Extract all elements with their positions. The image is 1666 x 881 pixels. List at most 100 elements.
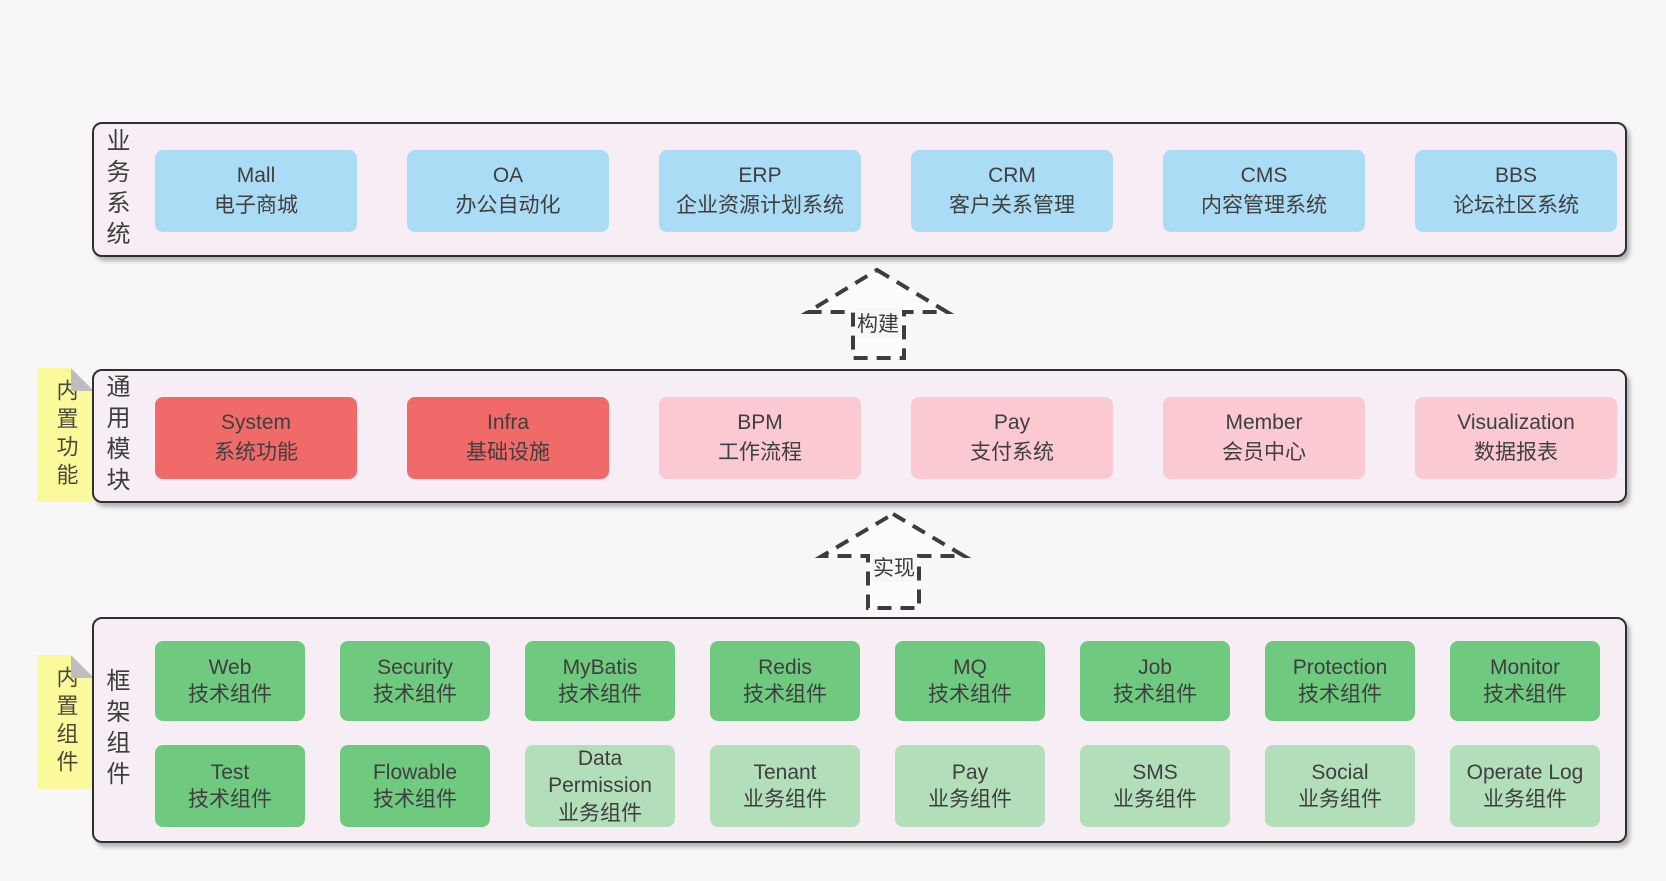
common-modules-band: 通用模块 System 系统功能 Infra 基础设施 BPM 工作流程 Pay…	[92, 369, 1627, 503]
box-subtitle: 客户关系管理	[949, 194, 1075, 217]
box-subtitle: 业务组件	[1113, 788, 1197, 811]
tech-components-row: Web 技术组件 Security 技术组件 MyBatis 技术组件 Redi…	[155, 641, 1600, 721]
module-box: Pay 支付系统	[911, 397, 1113, 479]
component-box: Data Permission 业务组件	[525, 745, 675, 827]
component-box: MyBatis 技术组件	[525, 641, 675, 721]
box-subtitle: 企业资源计划系统	[676, 194, 844, 217]
box-name: Test	[210, 760, 250, 784]
business-system-box: CMS 内容管理系统	[1163, 150, 1365, 232]
component-box: Pay 业务组件	[895, 745, 1045, 827]
box-subtitle: 业务组件	[558, 801, 642, 825]
box-subtitle: 业务组件	[1483, 788, 1567, 811]
box-name: BPM	[737, 411, 783, 435]
box-name: ERP	[738, 164, 782, 188]
sticky-note-label: 内置功能	[53, 379, 79, 491]
box-subtitle: 技术组件	[558, 683, 642, 706]
sticky-note-builtin-features: 内置功能	[37, 368, 94, 502]
box-subtitle: 论坛社区系统	[1453, 194, 1579, 217]
box-name: Tenant	[753, 760, 817, 784]
box-name: MQ	[953, 655, 987, 679]
component-box: Protection 技术组件	[1265, 641, 1415, 721]
box-name: Flowable	[372, 760, 458, 784]
box-subtitle: 电子商城	[214, 194, 298, 217]
band-label-business: 业务系统	[102, 127, 129, 252]
box-name: BBS	[1494, 164, 1538, 188]
box-subtitle: 支付系统	[970, 441, 1054, 464]
box-subtitle: 工作流程	[718, 441, 802, 464]
sticky-note-label: 内置组件	[53, 666, 79, 778]
build-arrow-label: 构建	[857, 313, 899, 336]
component-box: SMS 业务组件	[1080, 745, 1230, 827]
common-modules-row: System 系统功能 Infra 基础设施 BPM 工作流程 Pay 支付系统…	[155, 397, 1617, 479]
box-subtitle: 技术组件	[928, 683, 1012, 706]
business-system-box: BBS 论坛社区系统	[1415, 150, 1617, 232]
band-label-components: 框架组件	[102, 668, 129, 792]
box-subtitle: 内容管理系统	[1201, 194, 1327, 217]
module-box: Visualization 数据报表	[1415, 397, 1617, 479]
box-subtitle: 数据报表	[1474, 441, 1558, 464]
module-box: Member 会员中心	[1163, 397, 1365, 479]
box-subtitle: 技术组件	[1113, 683, 1197, 706]
folded-corner	[71, 655, 94, 678]
box-name: Protection	[1292, 655, 1388, 679]
business-system-box: OA 办公自动化	[407, 150, 609, 232]
box-name: Member	[1225, 411, 1303, 435]
box-subtitle: 基础设施	[466, 441, 550, 464]
box-subtitle: 系统功能	[214, 441, 298, 464]
box-subtitle: 技术组件	[188, 683, 272, 706]
module-box: System 系统功能	[155, 397, 357, 479]
box-name: System	[220, 411, 291, 435]
arrow-label-backdrop	[855, 308, 901, 338]
box-subtitle: 技术组件	[743, 683, 827, 706]
folded-corner	[71, 368, 94, 391]
business-system-box: ERP 企业资源计划系统	[659, 150, 861, 232]
box-name: Mall	[236, 164, 276, 188]
component-box: Web 技术组件	[155, 641, 305, 721]
box-name: MyBatis	[562, 655, 638, 679]
business-systems-row: Mall 电子商城 OA 办公自动化 ERP 企业资源计划系统 CRM 客户关系…	[155, 150, 1617, 232]
box-name: Data Permission	[548, 747, 652, 798]
box-subtitle: 业务组件	[743, 788, 827, 811]
box-subtitle: 技术组件	[373, 683, 457, 706]
box-subtitle: 技术组件	[373, 788, 457, 811]
box-name: Social	[1311, 760, 1369, 784]
business-system-box: CRM 客户关系管理	[911, 150, 1113, 232]
box-subtitle: 办公自动化	[455, 194, 561, 217]
box-subtitle: 技术组件	[1483, 683, 1567, 706]
implement-arrow-label: 实现	[873, 557, 915, 580]
framework-components-band: 框架组件 Web 技术组件 Security 技术组件 MyBatis 技术组件…	[92, 617, 1627, 843]
component-box: Security 技术组件	[340, 641, 490, 721]
build-arrow: 构建	[800, 267, 955, 360]
component-box: Tenant 业务组件	[710, 745, 860, 827]
box-subtitle: 业务组件	[928, 788, 1012, 811]
module-box: BPM 工作流程	[659, 397, 861, 479]
component-box: Redis 技术组件	[710, 641, 860, 721]
implement-arrow: 实现	[814, 511, 972, 610]
component-box: Social 业务组件	[1265, 745, 1415, 827]
box-subtitle: 技术组件	[188, 788, 272, 811]
band-label-modules: 通用模块	[102, 374, 129, 498]
box-name: Monitor	[1489, 655, 1561, 679]
component-box: Test 技术组件	[155, 745, 305, 827]
box-name: Web	[208, 655, 252, 679]
box-name: Pay	[993, 411, 1031, 435]
component-box: Job 技术组件	[1080, 641, 1230, 721]
module-box: Infra 基础设施	[407, 397, 609, 479]
box-subtitle: 业务组件	[1298, 788, 1382, 811]
component-box: Flowable 技术组件	[340, 745, 490, 827]
business-system-box: Mall 电子商城	[155, 150, 357, 232]
business-systems-band: 业务系统 Mall 电子商城 OA 办公自动化 ERP 企业资源计划系统 CRM…	[92, 122, 1627, 257]
box-name: CRM	[988, 164, 1036, 188]
component-box: Monitor 技术组件	[1450, 641, 1600, 721]
box-name: CMS	[1240, 164, 1288, 188]
box-name: Operate Log	[1466, 760, 1584, 784]
component-box: Operate Log 业务组件	[1450, 745, 1600, 827]
box-name: Redis	[758, 655, 812, 679]
box-name: Infra	[486, 411, 530, 435]
box-subtitle: 技术组件	[1298, 683, 1382, 706]
box-subtitle: 会员中心	[1222, 441, 1306, 464]
business-components-row: Test 技术组件 Flowable 技术组件 Data Permission …	[155, 745, 1600, 827]
box-name: OA	[492, 164, 524, 188]
arrow-label-backdrop	[871, 552, 917, 582]
